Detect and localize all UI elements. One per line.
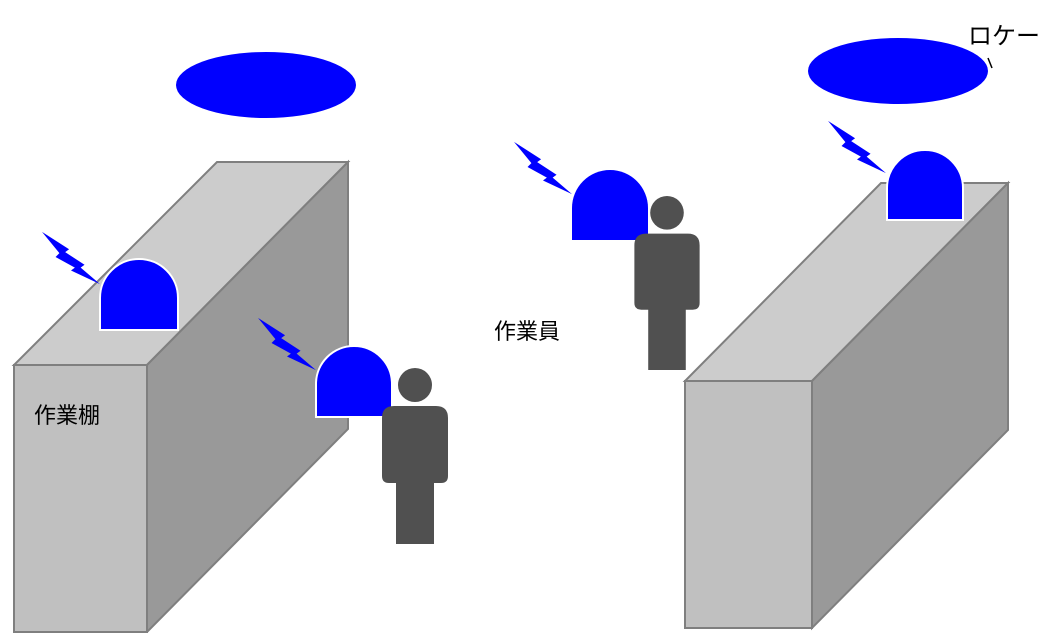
worker-label: 作業員: [494, 320, 561, 345]
locator-icon: [808, 38, 988, 104]
signal-bolt-icon: [514, 141, 572, 195]
beacon-tag-icon: [886, 149, 964, 221]
beacon-tag-icon: [315, 345, 393, 418]
shelf-left-front: [13, 364, 148, 633]
shelf-right: [682, 180, 1011, 631]
signal-bolt-icon: [828, 120, 886, 174]
shelf-right-front: [684, 380, 813, 629]
beacon-tag-icon: [572, 170, 648, 240]
label-fragment: [987, 57, 993, 69]
locator-label: ロケー: [968, 22, 1040, 50]
shelf-label: 作業棚: [34, 404, 101, 429]
locator-icon: [176, 52, 356, 118]
shelf-left: [11, 159, 351, 633]
signal-bolt-icon: [42, 231, 100, 285]
beacon-tag-icon: [99, 258, 179, 331]
